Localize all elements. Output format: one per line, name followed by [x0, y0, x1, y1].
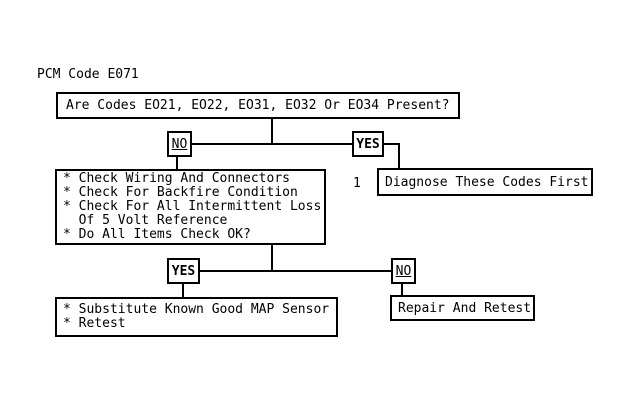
substitute-line: * Substitute Known Good MAP Sensor — [63, 302, 330, 317]
branch2-yes-box: YES — [167, 258, 200, 284]
connector-rail-2 — [200, 270, 391, 272]
branch1-yes-label: YES — [356, 136, 380, 152]
branch1-no-box: NO — [167, 131, 192, 157]
branch2-no-box: NO — [391, 258, 416, 284]
connector-yes1-right — [384, 143, 400, 145]
checks-box: * Check Wiring And Connectors * Check Fo… — [55, 169, 326, 245]
branch2-no-label: NO — [395, 263, 412, 279]
connector-question-down — [271, 118, 273, 145]
connector-yes2-down — [182, 284, 184, 297]
check-line: * Do All Items Check OK? — [63, 227, 251, 242]
branch1-no-label: NO — [171, 136, 188, 152]
substitute-line: * Retest — [63, 316, 126, 331]
question-box: Are Codes EO21, EO22, EO31, EO32 Or EO34… — [56, 92, 460, 119]
diagnose-box: Diagnose These Codes First — [377, 168, 593, 196]
connector-rail-1 — [192, 143, 352, 145]
check-line: * Check For All Intermittent Loss — [63, 199, 322, 214]
branch1-yes-box: YES — [352, 131, 384, 157]
check-line: * Check For Backfire Condition — [63, 185, 298, 200]
flowchart-title: PCM Code E071 — [37, 67, 139, 82]
connector-no2-down — [401, 284, 403, 295]
substitute-box: * Substitute Known Good MAP Sensor * Ret… — [55, 297, 338, 337]
check-line: Of 5 Volt Reference — [63, 213, 228, 228]
connector-checks-down — [271, 244, 273, 272]
diagnose-ref-number: 1 — [353, 176, 361, 191]
connector-yes1-down — [398, 143, 400, 169]
branch2-yes-label: YES — [171, 263, 196, 279]
repair-box: Repair And Retest — [390, 295, 535, 321]
check-line: * Check Wiring And Connectors — [63, 171, 290, 186]
connector-no1-down — [176, 157, 178, 170]
